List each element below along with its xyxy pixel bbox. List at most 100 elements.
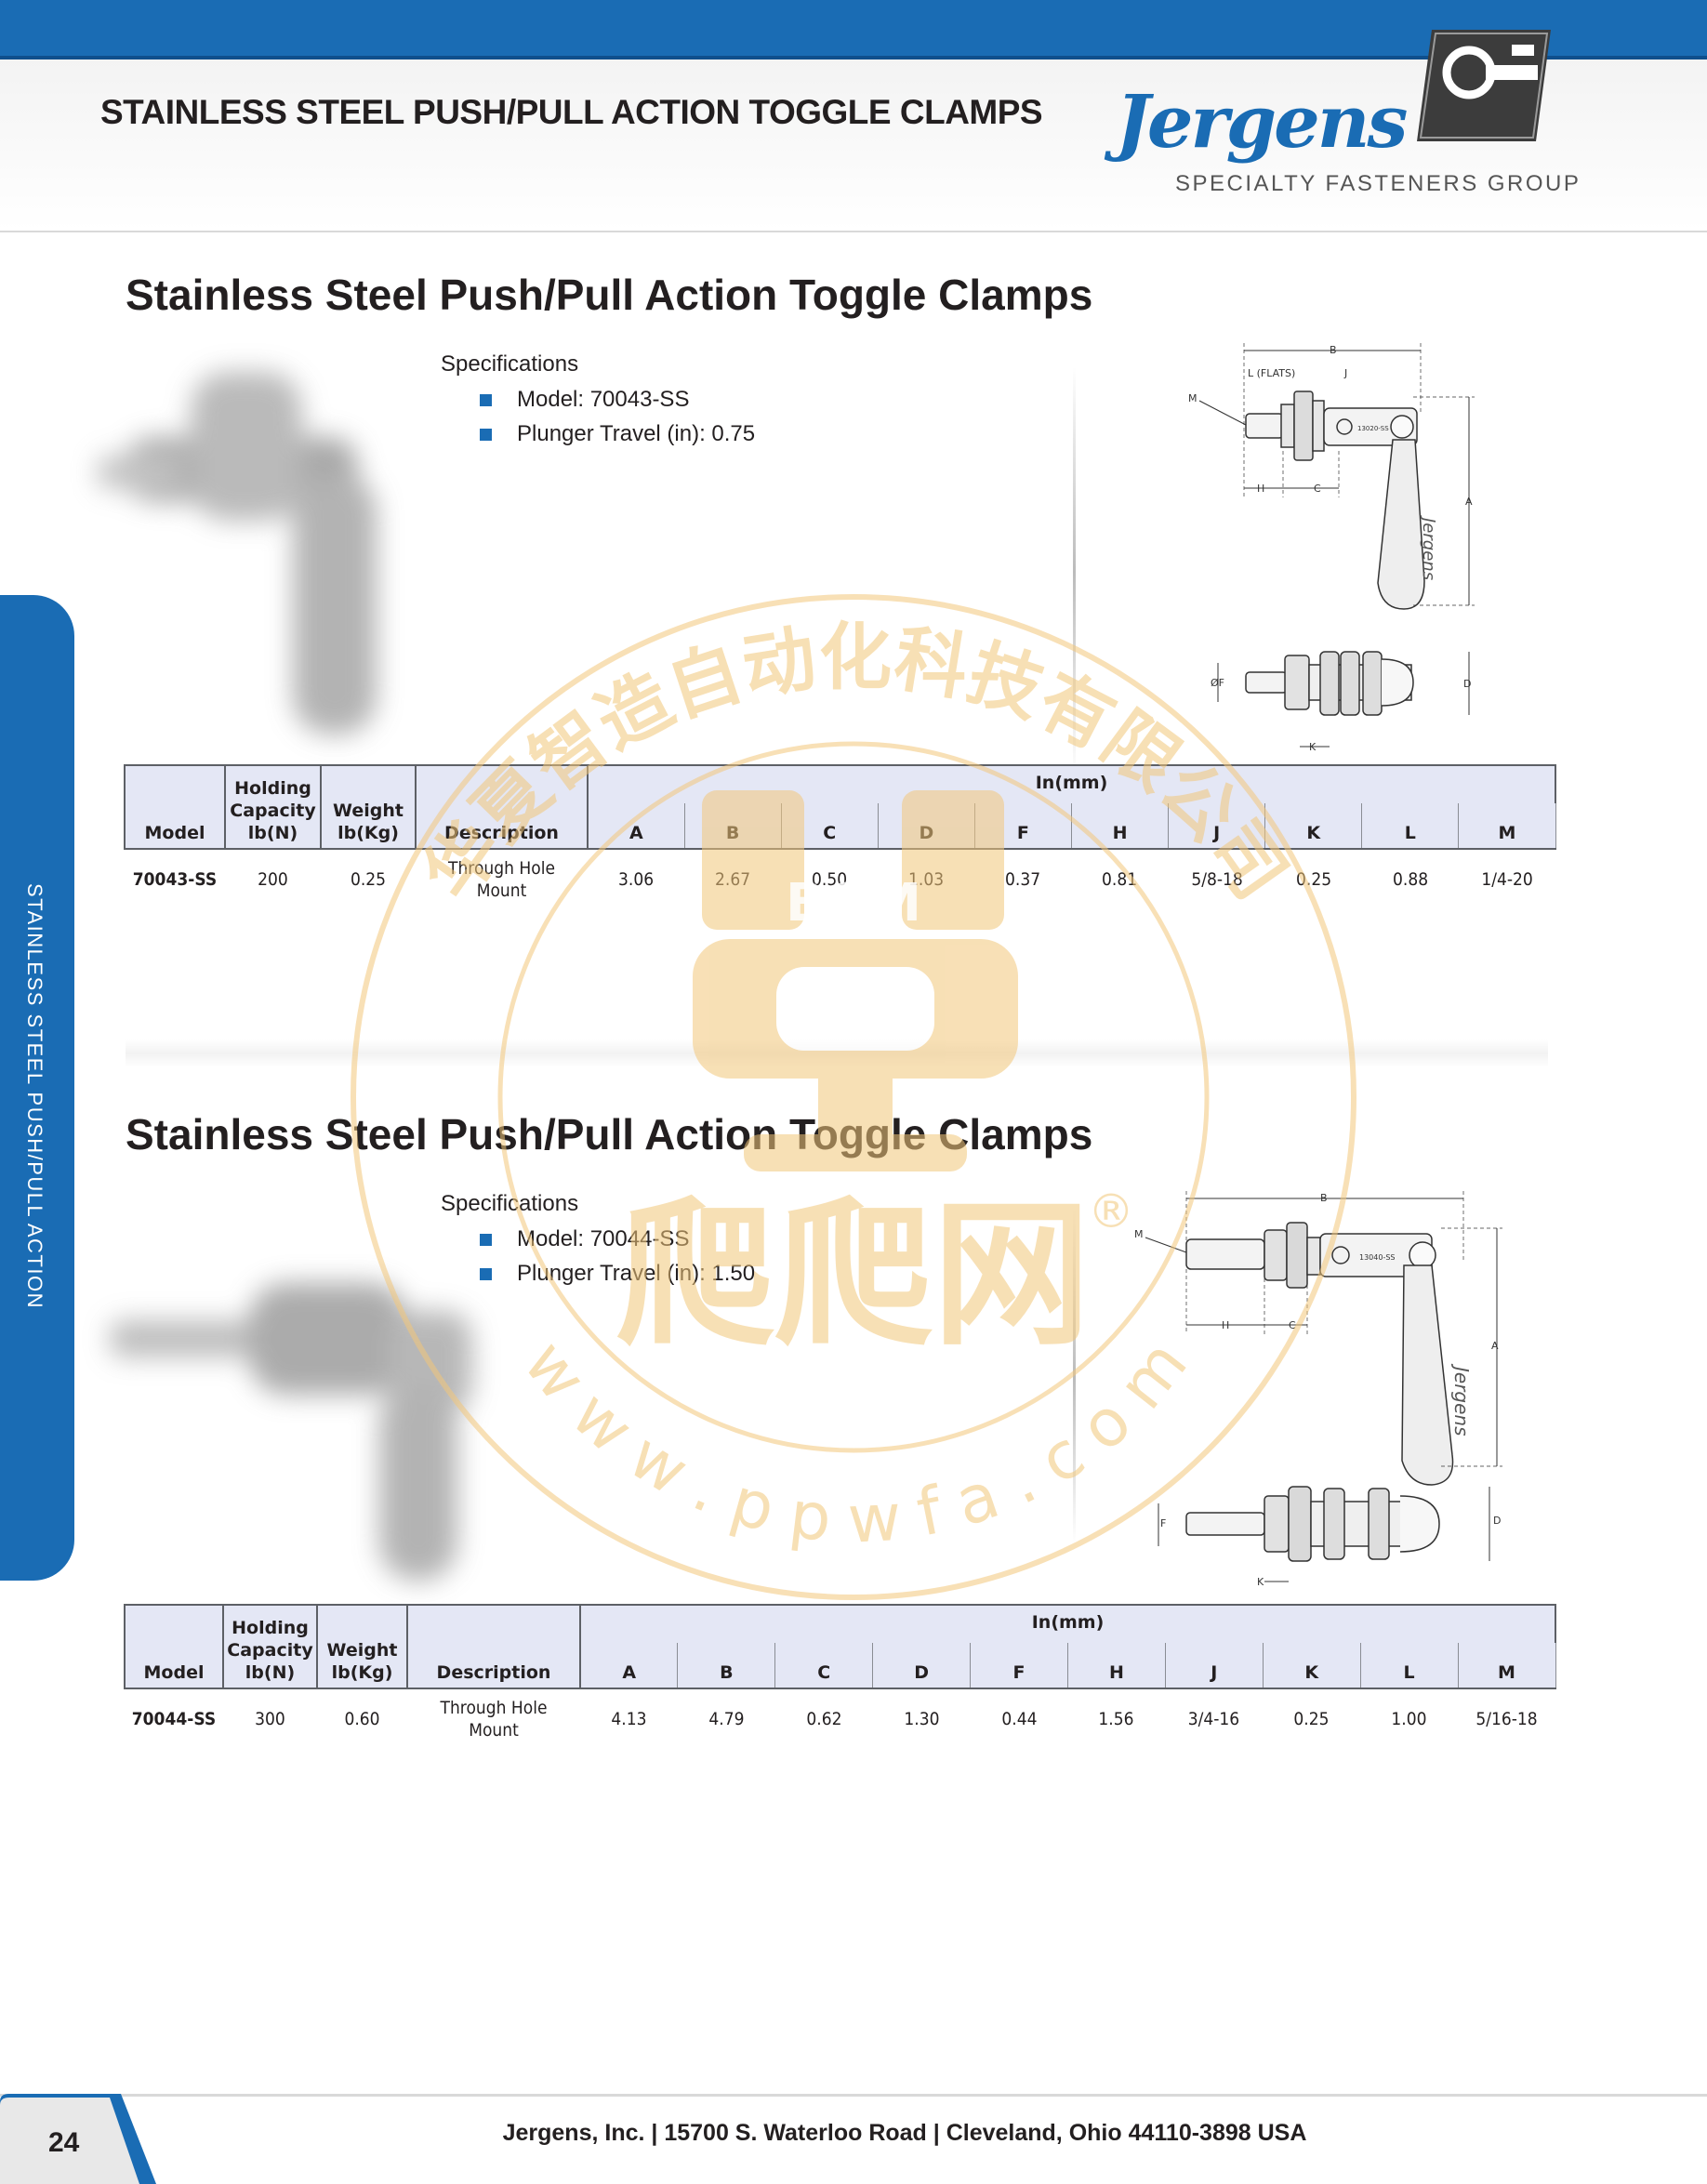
spec-plunger-travel: Plunger Travel (in): 0.75 (517, 421, 756, 446)
svg-text:M: M (1134, 1228, 1144, 1240)
page-header (0, 60, 1707, 232)
top-bar-rule (0, 56, 1707, 60)
svg-text:J: J (1343, 367, 1347, 379)
side-section-tab (0, 595, 74, 1581)
cell-dim-a: 4.13 (611, 1709, 647, 1729)
svg-text:B: B (1330, 344, 1337, 356)
page-number-tab (0, 2094, 156, 2184)
svg-text:F: F (1160, 1517, 1166, 1529)
th-dim-a: A (587, 803, 685, 850)
header-title: STAINLESS STEEL PUSH/PULL ACTION TOGGLE … (100, 93, 1043, 131)
specifications-heading: Specifications (441, 1191, 579, 1216)
bullet-icon (480, 1234, 492, 1246)
cell-dim-m: 1/4-20 (1481, 869, 1533, 890)
side-tab-label: STAINLESS STEEL PUSH/PULL ACTION (23, 883, 46, 1309)
svg-text:A: A (1491, 1340, 1499, 1352)
cell-dim-l: 1.00 (1391, 1709, 1427, 1729)
th-dim-l: L (1359, 1643, 1459, 1689)
cell-weight: 0.25 (350, 869, 387, 890)
svg-text:L (FLATS): L (FLATS) (1248, 367, 1295, 379)
cell-dim-b: 2.67 (715, 869, 751, 890)
cell-dim-j: 5/8-18 (1190, 869, 1243, 890)
cell-dim-d: 1.30 (904, 1709, 940, 1729)
cell-dim-b: 4.79 (708, 1709, 745, 1729)
cell-weight: 0.60 (344, 1709, 380, 1729)
cell-dim-l: 0.88 (1392, 869, 1428, 890)
section-title: Stainless Steel Push/Pull Action Toggle … (126, 1110, 1093, 1158)
th-in-mm: In(mm) (587, 764, 1556, 803)
cell-dim-h: 0.81 (1102, 869, 1138, 890)
th-description: Description (415, 764, 589, 850)
footer-address: Jergens, Inc. | 15700 S. Waterloo Road |… (502, 2120, 1307, 2146)
svg-text:K: K (1309, 741, 1317, 753)
watermark-url: w w w . p p w f a . c o m (509, 1326, 1201, 1557)
th-dim-h: H (1066, 1643, 1166, 1689)
jergens-logo-icon (1417, 30, 1551, 141)
spec-model: Model: 70043-SS (517, 387, 690, 412)
svg-text:A: A (1465, 496, 1473, 508)
th-dim-b: B (677, 1643, 776, 1689)
svg-text:C: C (1314, 483, 1321, 495)
spec-model: Model: 70044-SS (517, 1226, 690, 1251)
bullet-icon (480, 1268, 492, 1280)
th-model: Model (124, 764, 226, 850)
cell-holding: 200 (258, 869, 288, 890)
th-dim-h: H (1070, 803, 1170, 850)
th-dim-d: D (877, 803, 975, 850)
svg-text:13020-SS: 13020-SS (1357, 425, 1389, 432)
th-description: Description (406, 1604, 581, 1689)
section-title: Stainless Steel Push/Pull Action Toggle … (126, 271, 1093, 319)
svg-text:ØF: ØF (1211, 677, 1224, 689)
dimension-drawing: B L (FLATS) J M 13020-SS Jergens H C A Ø… (1188, 343, 1475, 753)
table-row: 70043-SS 200 0.25 Through Hole Mount 3.0… (125, 849, 1555, 909)
svg-text:K: K (1257, 1576, 1264, 1588)
th-dim-l: L (1361, 803, 1460, 850)
clamp-photo (110, 1283, 472, 1581)
cell-description: Through Hole Mount (440, 1698, 548, 1741)
page-number: 24 (48, 2127, 80, 2158)
cell-dim-f: 0.44 (1000, 1709, 1038, 1729)
th-dim-f: F (973, 803, 1072, 850)
cell-description: Through Hole Mount (448, 858, 555, 901)
vertical-divider (1073, 1209, 1076, 1543)
top-color-bar (0, 0, 1707, 56)
th-model: Model (124, 1604, 224, 1689)
handle-logo-text: Jergens (1450, 1363, 1473, 1436)
th-dim-j: J (1168, 803, 1266, 850)
th-dim-f: F (970, 1643, 1068, 1689)
th-dim-k: K (1262, 1643, 1361, 1689)
th-dim-a: A (579, 1643, 679, 1689)
svg-text:H: H (1222, 1319, 1229, 1331)
th-dim-k: K (1264, 803, 1363, 850)
th-dim-m: M (1458, 803, 1556, 850)
svg-text:D: D (1493, 1515, 1501, 1527)
cell-dim-d: 1.03 (908, 869, 945, 890)
specifications-heading: Specifications (441, 351, 579, 377)
cell-dim-a: 3.06 (618, 869, 655, 890)
cell-dim-m: 5/16-18 (1475, 1709, 1538, 1729)
cell-dim-f: 0.37 (1005, 869, 1041, 890)
table-row: 70044-SS 300 0.60 Through Hole Mount 4.1… (125, 1688, 1555, 1749)
cell-dim-h: 1.56 (1098, 1709, 1134, 1729)
handle-logo-text: Jergens (1419, 515, 1438, 580)
svg-text:D: D (1463, 678, 1471, 690)
logo-subtitle: SPECIALTY FASTENERS GROUP (1175, 171, 1581, 196)
cell-dim-c: 0.50 (812, 869, 848, 890)
th-dim-c: C (780, 803, 879, 850)
svg-text:H: H (1257, 483, 1264, 495)
svg-text:C: C (1289, 1319, 1296, 1331)
th-dim-c: C (774, 1643, 874, 1689)
th-dim-m: M (1457, 1643, 1556, 1689)
svg-text:B: B (1320, 1192, 1328, 1204)
cell-model: 70044-SS (131, 1709, 217, 1729)
th-dim-d: D (872, 1643, 972, 1689)
section-separator (126, 1039, 1548, 1067)
th-dim-b: B (683, 803, 782, 850)
cell-dim-c: 0.62 (806, 1709, 842, 1729)
